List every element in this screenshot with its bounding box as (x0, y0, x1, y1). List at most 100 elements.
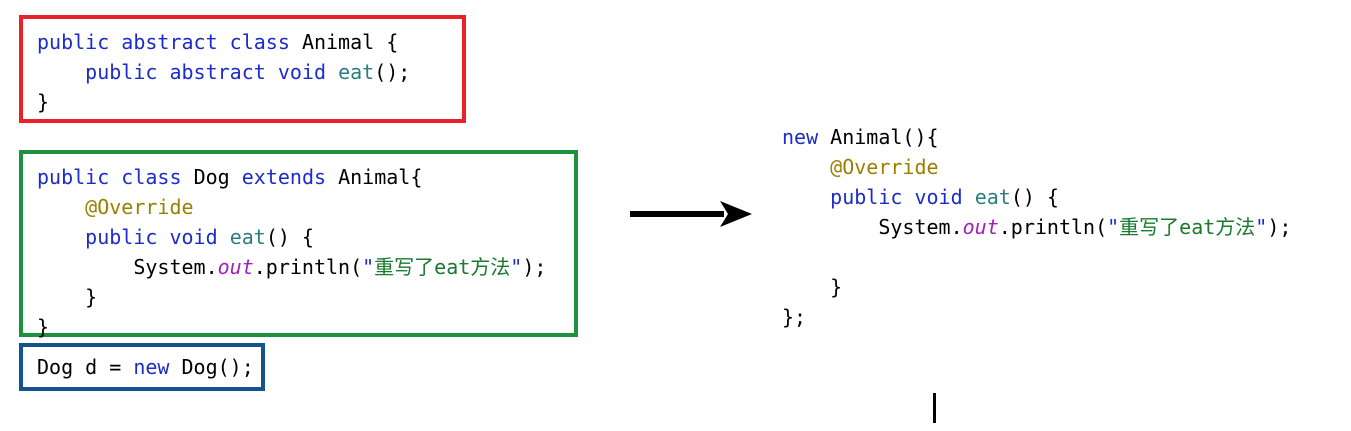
code-token: () { (1010, 185, 1059, 209)
code-token: System (133, 255, 206, 279)
code-token: " (1107, 215, 1120, 239)
code-token (37, 225, 85, 249)
code-token: ); (522, 255, 547, 279)
code-token: out (962, 215, 999, 239)
code-line (782, 242, 1342, 272)
code-token: new (133, 355, 170, 379)
code-token: System (878, 215, 951, 239)
code-token: d = (73, 355, 134, 379)
code-token (326, 60, 338, 84)
code-token: @Override (85, 195, 194, 219)
code-line: new Animal(){ (782, 122, 1342, 152)
code-token (782, 185, 830, 209)
code-token: println( (265, 255, 363, 279)
code-token: " (362, 255, 375, 279)
code-line: @Override (782, 152, 1342, 182)
code-token: () { (265, 225, 314, 249)
code-block-abstract-animal: public abstract class Animal { public ab… (37, 27, 462, 117)
code-token: . (205, 255, 218, 279)
code-token (37, 195, 85, 219)
code-anonymous-class-body: new Animal(){ @Override public void eat(… (782, 122, 1342, 332)
code-token: } (782, 275, 843, 299)
code-token: out (217, 255, 254, 279)
code-token: Animal (301, 30, 375, 54)
code-token: Dog (37, 355, 74, 379)
code-line: Dog d = new Dog(); (37, 352, 261, 382)
code-token: ); (1267, 215, 1292, 239)
code-token (157, 225, 169, 249)
code-token: public (37, 165, 110, 189)
code-token: public (85, 225, 158, 249)
code-token: abstract (169, 60, 266, 84)
code-token: println( (1010, 215, 1108, 239)
code-token (218, 225, 230, 249)
code-token (902, 185, 914, 209)
code-token (818, 125, 830, 149)
code-block-dog-instantiation: Dog d = new Dog(); (37, 352, 261, 382)
code-token: void (169, 225, 218, 249)
code-token (169, 355, 181, 379)
code-token: }; (782, 305, 807, 329)
code-line: public class Dog extends Animal{ (37, 162, 574, 192)
code-token: eat (229, 225, 266, 249)
code-token: public (830, 185, 903, 209)
code-token: } (37, 90, 50, 114)
code-token (782, 155, 830, 179)
code-token: class (229, 30, 290, 54)
code-token: } (37, 285, 98, 309)
code-box-dog-class: public class Dog extends Animal{ @Overri… (19, 150, 578, 339)
code-line: } (782, 272, 1342, 302)
code-token: void (914, 185, 963, 209)
code-token: @Override (830, 155, 939, 179)
code-token: " (510, 255, 523, 279)
code-line: public abstract class Animal { (37, 27, 462, 57)
code-token: { (374, 30, 399, 54)
code-token: } (37, 315, 50, 339)
code-block-dog-class: public class Dog extends Animal{ @Overri… (37, 162, 574, 342)
code-box-abstract-animal: public abstract class Animal { public ab… (19, 15, 466, 123)
code-token: 重写了eat方法 (374, 255, 511, 279)
code-token: . (253, 255, 266, 279)
code-token: Dog (193, 165, 230, 189)
code-token: eat (338, 60, 375, 84)
code-token (37, 255, 133, 279)
code-line: public abstract void eat(); (37, 57, 462, 87)
code-token: (); (217, 355, 254, 379)
code-line: } (37, 87, 462, 117)
code-box-dog-instantiation: Dog d = new Dog(); (19, 343, 265, 391)
code-token (182, 165, 194, 189)
code-token: new (782, 125, 819, 149)
code-token (326, 165, 338, 189)
code-token (230, 165, 242, 189)
code-token (109, 30, 121, 54)
code-token: extends (241, 165, 327, 189)
code-token (157, 60, 169, 84)
code-token (37, 60, 85, 84)
code-line: System.out.println("重写了eat方法"); (782, 212, 1342, 242)
code-block-anonymous-class: new Animal(){ @Override public void eat(… (782, 122, 1342, 332)
code-line: @Override (37, 192, 574, 222)
code-token: . (998, 215, 1011, 239)
code-token (290, 30, 302, 54)
code-line: System.out.println("重写了eat方法"); (37, 252, 574, 282)
code-line: } (37, 282, 574, 312)
code-token: public (85, 60, 158, 84)
code-line: }; (782, 302, 1342, 332)
code-token: public (37, 30, 110, 54)
code-token (266, 60, 278, 84)
code-token: Animal{ (338, 165, 423, 189)
code-token: (); (374, 60, 411, 84)
code-token: " (1255, 215, 1268, 239)
code-token: class (121, 165, 182, 189)
code-token: . (950, 215, 963, 239)
code-token (782, 215, 878, 239)
code-token (218, 30, 230, 54)
code-token: eat (974, 185, 1011, 209)
code-line: } (37, 312, 574, 342)
code-token (963, 185, 975, 209)
code-token (109, 165, 121, 189)
arrow-right-icon (628, 196, 752, 232)
code-line: public void eat() { (782, 182, 1342, 212)
code-token: abstract (121, 30, 218, 54)
code-token: Dog (181, 355, 218, 379)
